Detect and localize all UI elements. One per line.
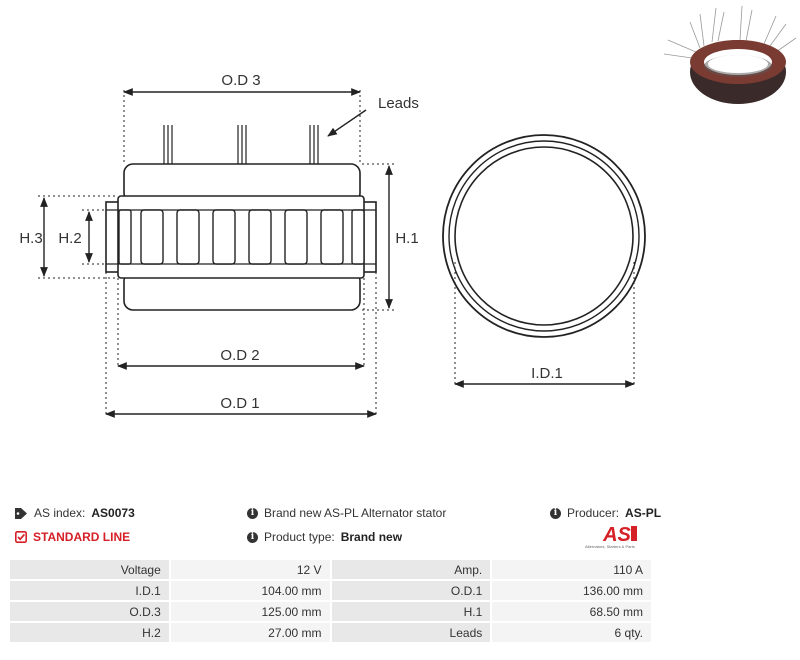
as-index-value: AS0073 [91, 506, 135, 520]
stator-slots [118, 209, 365, 265]
product-thumbnail [663, 5, 797, 104]
producer-label: Producer: [567, 506, 620, 520]
label-h2: H.2 [58, 230, 81, 247]
spec-label: I.D.1 [10, 581, 169, 600]
extension-lines [38, 90, 635, 416]
spec-value: 110 A [492, 560, 651, 579]
as-index: AS index: AS0073 [15, 506, 135, 520]
spec-value: 12 V [170, 560, 330, 579]
producer-value: AS-PL [625, 506, 662, 520]
dimension-arrows [40, 88, 635, 418]
stator-leads [163, 125, 319, 164]
spec-label: Leads [331, 623, 491, 642]
spec-label: O.D.3 [10, 602, 169, 621]
label-h3: H.3 [19, 230, 42, 247]
spec-label: H.1 [331, 602, 491, 621]
stator-technical-drawing: O.D 3 O.D 2 O.D 1 H.3 H.2 H.1 I.D.1 Lead… [19, 5, 797, 418]
label-leads: Leads [378, 95, 419, 112]
as-index-label: AS index: [34, 506, 86, 520]
tag-icon [15, 507, 28, 519]
as-logo-mark: AS [602, 524, 637, 546]
svg-text:AS: AS [602, 524, 631, 546]
product-type: i Product type: Brand new [247, 530, 402, 544]
description-text: Brand new AS-PL Alternator stator [264, 506, 447, 520]
standard-line-label: STANDARD LINE [33, 530, 131, 544]
logo-subtitle: Alternators, Starters & Parts [585, 544, 635, 549]
table-row: H.2 27.00 mm Leads 6 qty. [10, 623, 651, 642]
label-od1: O.D 1 [220, 395, 259, 412]
spec-value: 136.00 mm [492, 581, 651, 600]
spec-value: 27.00 mm [170, 623, 330, 642]
table-row: Voltage 12 V Amp. 110 A [10, 560, 651, 579]
spec-value: 125.00 mm [170, 602, 330, 621]
spec-label: O.D.1 [331, 581, 491, 600]
standard-line-badge: STANDARD LINE [15, 530, 130, 544]
info-icon: i [247, 507, 258, 519]
table-row: O.D.3 125.00 mm H.1 68.50 mm [10, 602, 651, 621]
product-type-label: Product type: [264, 530, 335, 544]
label-od2: O.D 2 [220, 347, 259, 364]
spec-value: 68.50 mm [492, 602, 651, 621]
product-type-value: Brand new [340, 530, 403, 544]
checkbox-checked-icon [15, 531, 27, 543]
label-id1: I.D.1 [531, 365, 563, 382]
info-icon: i [247, 531, 258, 543]
spec-value: 6 qty. [492, 623, 651, 642]
specs-table: Voltage 12 V Amp. 110 A I.D.1 104.00 mm … [8, 558, 653, 644]
info-icon: i [550, 507, 561, 519]
spec-value: 104.00 mm [170, 581, 330, 600]
product-description: i Brand new AS-PL Alternator stator [247, 506, 446, 520]
producer: i Producer: AS-PL [550, 506, 661, 520]
label-od3: O.D 3 [221, 72, 260, 89]
table-row: I.D.1 104.00 mm O.D.1 136.00 mm [10, 581, 651, 600]
stator-top-view [442, 134, 646, 338]
as-pl-logo: AS Alternators, Starters & Parts [585, 522, 651, 552]
label-h1: H.1 [395, 230, 418, 247]
spec-label: Amp. [331, 560, 491, 579]
spec-label: H.2 [10, 623, 169, 642]
spec-label: Voltage [10, 560, 169, 579]
